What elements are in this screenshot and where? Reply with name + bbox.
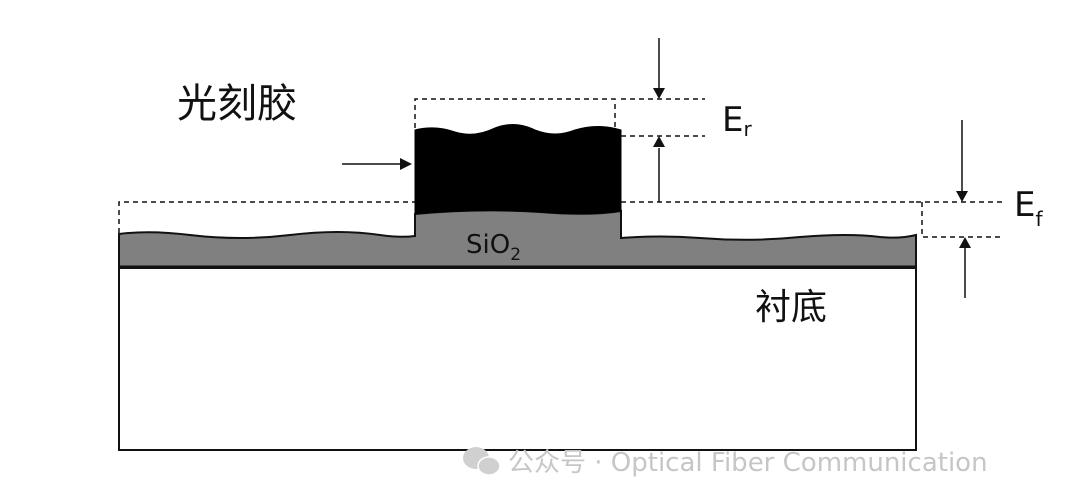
- er-label-subscript: r: [743, 117, 752, 141]
- substrate-block: [118, 265, 917, 451]
- er-down-arrow-icon: [653, 38, 665, 99]
- photoresist-label: 光刻胶: [177, 81, 297, 127]
- original-resist-top-line: [414, 98, 616, 128]
- original-oxide-surface-line: [118, 201, 415, 233]
- er-label-main: E: [722, 100, 743, 140]
- sio2-label: SiO2: [466, 230, 521, 265]
- wechat-icon: [463, 447, 501, 476]
- sio2-label-main: SiO: [466, 230, 510, 260]
- ef-label: Ef: [1014, 185, 1043, 231]
- ef-label-subscript: f: [1035, 207, 1043, 231]
- sio2-label-subscript: 2: [510, 245, 521, 265]
- sidewall-arrow-icon: [342, 158, 412, 170]
- er-label: Er: [722, 100, 752, 141]
- ef-bottom-dashed-line: [921, 202, 1003, 238]
- ef-down-arrow-icon: [956, 120, 968, 202]
- substrate-label: 衬底: [755, 287, 827, 328]
- photoresist-block: [414, 124, 622, 215]
- er-up-arrow-icon: [653, 136, 665, 202]
- ef-label-main: E: [1014, 185, 1035, 225]
- ef-up-arrow-icon: [959, 237, 971, 298]
- watermark-text: 公众号 · Optical Fiber Communication: [508, 448, 988, 478]
